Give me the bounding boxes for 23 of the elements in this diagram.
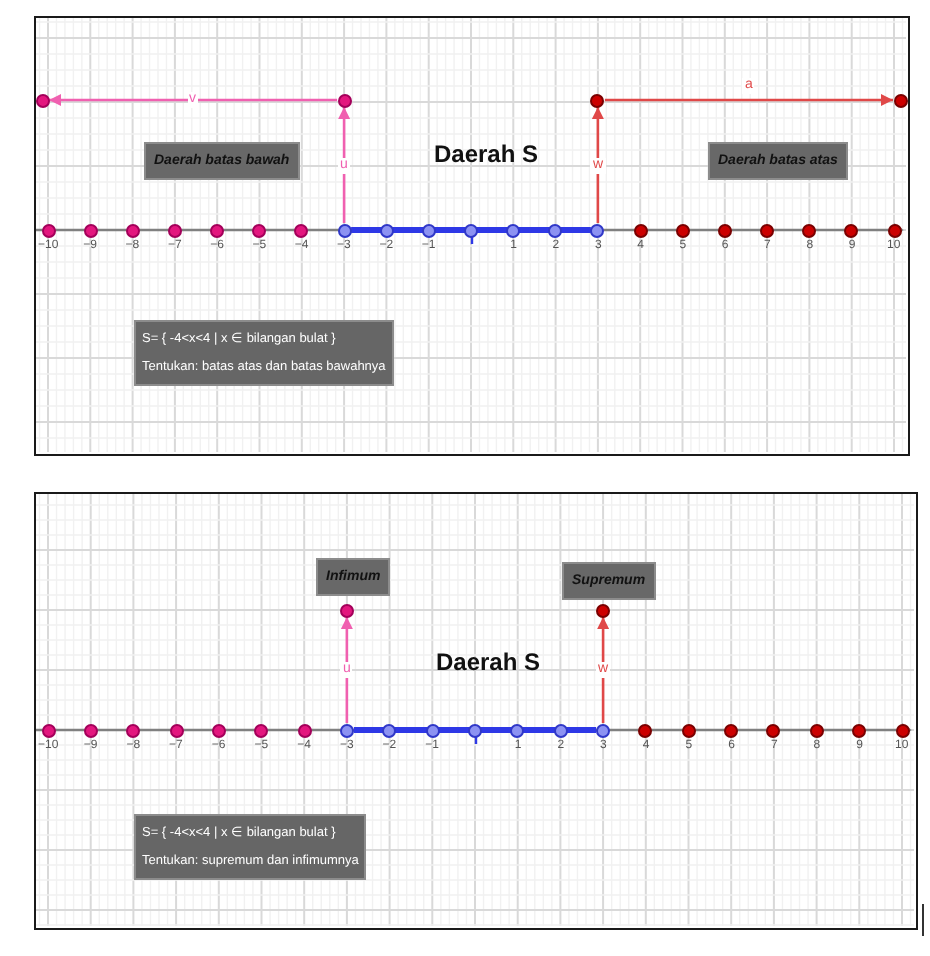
vector-arrow <box>49 94 338 106</box>
point-marker <box>35 93 49 107</box>
point-marker <box>596 723 611 737</box>
point-marker <box>337 93 352 107</box>
vector-arrow <box>604 94 893 106</box>
vector-arrow <box>591 107 604 223</box>
vector-arrow <box>597 617 610 723</box>
point-marker <box>339 603 354 617</box>
region-title: Daerah S <box>436 650 541 676</box>
line-segment <box>353 727 597 733</box>
point-marker <box>596 603 611 617</box>
vector-arrow <box>340 617 353 723</box>
graph-panel <box>34 492 918 930</box>
note-box <box>134 320 394 386</box>
note-box <box>134 814 367 880</box>
region-title: Daerah S <box>434 142 539 168</box>
point-marker <box>339 723 354 737</box>
graph-panel <box>34 16 910 456</box>
point-marker <box>337 223 352 237</box>
vector-arrow <box>338 107 351 223</box>
point-marker <box>590 223 605 237</box>
point-marker <box>590 93 605 107</box>
line-segment <box>351 227 591 233</box>
